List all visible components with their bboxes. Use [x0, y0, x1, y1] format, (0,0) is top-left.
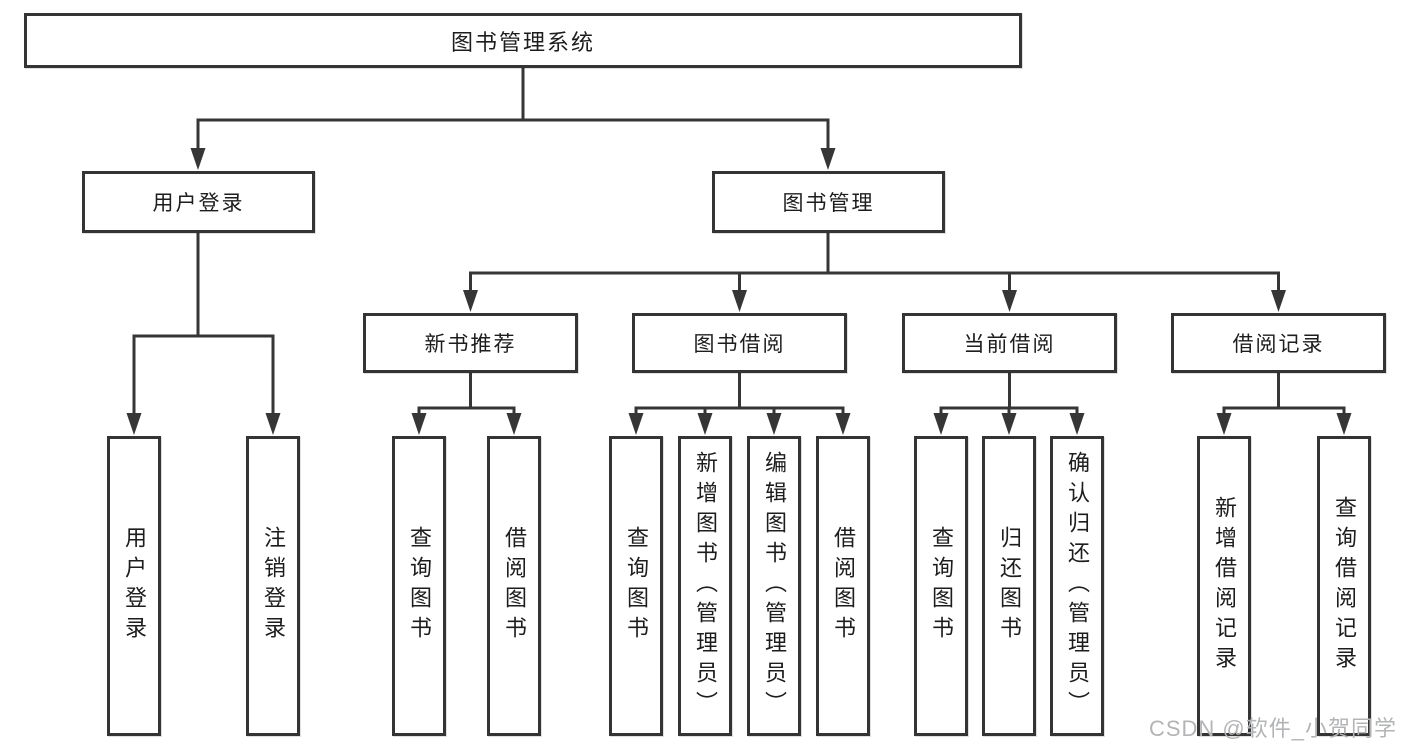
leaf-query-books-borrowing-label: 查询图书	[624, 526, 649, 646]
node-borrowing-records: 借阅记录	[1171, 313, 1386, 373]
node-library-system-root-label: 图书管理系统	[450, 29, 595, 55]
node-new-book-recommend: 新书推荐	[363, 313, 578, 373]
leaf-add-books-admin-label: 新增图书（管理员）	[693, 451, 718, 721]
node-library-system-root: 图书管理系统	[24, 13, 1022, 68]
leaf-query-books-borrowing: 查询图书	[609, 436, 663, 736]
node-book-management-label: 图书管理	[782, 192, 875, 215]
leaf-query-books-current: 查询图书	[914, 436, 968, 736]
node-new-book-recommend-label: 新书推荐	[424, 333, 517, 356]
leaf-borrow-books-label: 借阅图书	[831, 526, 856, 646]
node-book-borrowing: 图书借阅	[632, 313, 847, 373]
leaf-query-books-recommend: 查询图书	[392, 436, 446, 736]
leaf-borrow-books-recommend-label: 借阅图书	[502, 526, 527, 646]
leaf-add-borrow-record-label: 新增借阅记录	[1212, 496, 1237, 676]
leaf-return-books: 归还图书	[982, 436, 1036, 736]
leaf-edit-books-admin: 编辑图书（管理员）	[747, 436, 801, 736]
node-current-borrowing: 当前借阅	[902, 313, 1117, 373]
leaf-user-login: 用户登录	[107, 436, 161, 736]
leaf-logout: 注销登录	[246, 436, 300, 736]
leaf-borrow-books: 借阅图书	[816, 436, 870, 736]
leaf-borrow-books-recommend: 借阅图书	[487, 436, 541, 736]
leaf-confirm-return-admin-label: 确认归还（管理员）	[1065, 451, 1090, 721]
node-user-login-label: 用户登录	[152, 192, 245, 215]
node-book-borrowing-label: 图书借阅	[693, 333, 786, 356]
leaf-add-borrow-record: 新增借阅记录	[1197, 436, 1251, 736]
node-book-management: 图书管理	[712, 171, 945, 233]
leaf-query-borrow-record-label: 查询借阅记录	[1332, 496, 1357, 676]
leaf-logout-label: 注销登录	[261, 526, 286, 646]
leaf-edit-books-admin-label: 编辑图书（管理员）	[762, 451, 787, 721]
leaf-confirm-return-admin: 确认归还（管理员）	[1050, 436, 1104, 736]
node-current-borrowing-label: 当前借阅	[963, 333, 1056, 356]
leaf-query-books-current-label: 查询图书	[929, 526, 954, 646]
leaf-user-login-label: 用户登录	[122, 526, 147, 646]
leaf-add-books-admin: 新增图书（管理员）	[678, 436, 732, 736]
leaf-return-books-label: 归还图书	[997, 526, 1022, 646]
csdn-watermark: CSDN @软件_小贺同学	[1148, 716, 1397, 741]
leaf-query-books-recommend-label: 查询图书	[407, 526, 432, 646]
node-borrowing-records-label: 借阅记录	[1232, 333, 1325, 356]
node-user-login: 用户登录	[82, 171, 315, 233]
leaf-query-borrow-record: 查询借阅记录	[1317, 436, 1371, 736]
